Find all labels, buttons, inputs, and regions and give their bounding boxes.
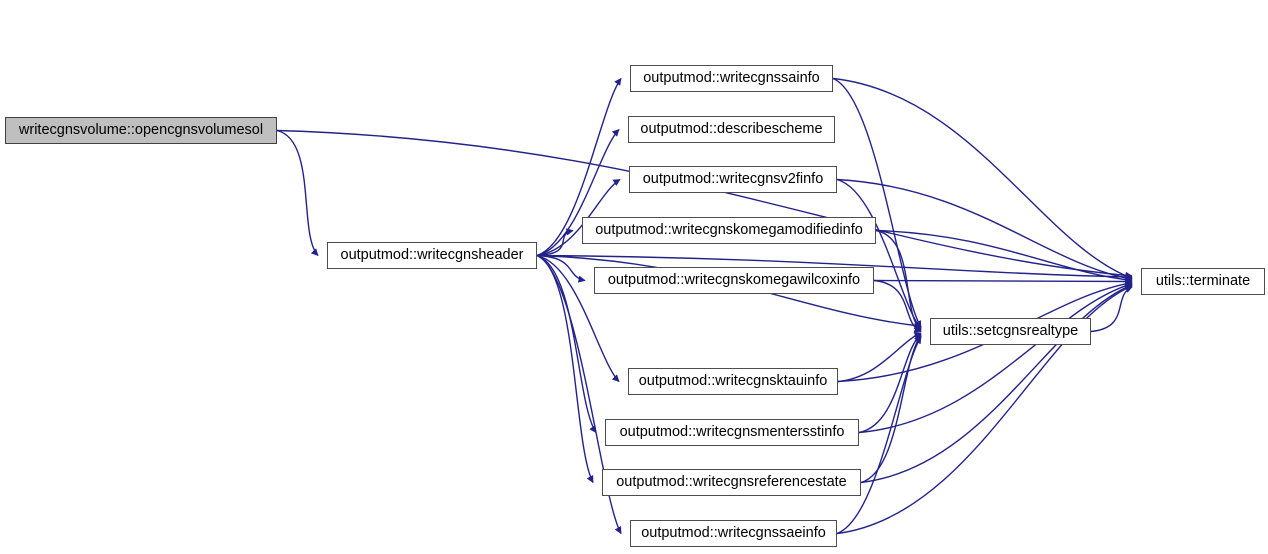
graph-edge-komegamod-to-terminate	[875, 229, 1133, 284]
graph-edge-mentersst-to-terminate	[858, 282, 1133, 434]
graph-edge-mentersst-to-realtype	[858, 333, 922, 434]
graph-node-ktauinfo[interactable]: outputmod::writecgnsktauinfo	[628, 368, 838, 395]
graph-edge-v2finfo-to-terminate	[836, 178, 1133, 282]
graph-edge-header-to-refstate	[536, 254, 594, 484]
graph-edge-header-to-describe	[536, 128, 620, 257]
graph-node-ssainfo[interactable]: outputmod::writecgnssainfo	[630, 65, 833, 92]
graph-edge-realtype-to-terminate	[1090, 286, 1133, 333]
graph-node-mentersst[interactable]: outputmod::writecgnsmentersstinfo	[605, 419, 859, 446]
graph-edge-header-to-mentersst	[536, 254, 597, 434]
graph-node-root[interactable]: writecgnsvolume::opencgnsvolumesol	[5, 117, 277, 144]
graph-edge-header-to-terminate	[536, 254, 1133, 281]
graph-edge-ssainfo-to-terminate	[832, 77, 1133, 280]
graph-node-terminate[interactable]: utils::terminate	[1141, 268, 1265, 295]
graph-edge-header-to-komegamod	[536, 228, 574, 257]
graph-edge-header-to-ktauinfo	[536, 254, 620, 383]
graph-edge-root-to-terminate	[276, 129, 1133, 280]
graph-edge-ssainfo-to-realtype	[832, 77, 922, 329]
graph-node-refstate[interactable]: outputmod::writecgnsreferencestate	[602, 469, 861, 496]
graph-node-komegawil[interactable]: outputmod::writecgnskomegawilcoxinfo	[594, 267, 874, 294]
graph-node-v2finfo[interactable]: outputmod::writecgnsv2finfo	[629, 166, 837, 193]
graph-node-realtype[interactable]: utils::setcgnsrealtype	[930, 318, 1091, 345]
graph-edge-header-to-saeinfo	[536, 254, 622, 535]
graph-edge-root-to-header	[276, 129, 319, 257]
graph-edge-komegamod-to-realtype	[875, 229, 922, 331]
graph-edge-komegawil-to-terminate	[873, 277, 1133, 286]
graph-edge-v2finfo-to-realtype	[836, 178, 922, 330]
graph-edge-saeinfo-to-terminate	[836, 285, 1133, 535]
graph-edge-header-to-ssainfo	[536, 77, 622, 257]
graph-node-describe[interactable]: outputmod::describescheme	[628, 116, 835, 143]
graph-edge-refstate-to-realtype	[860, 334, 922, 484]
graph-edge-refstate-to-terminate	[860, 283, 1133, 484]
graph-node-header[interactable]: outputmod::writecgnsheader	[327, 242, 537, 269]
graph-node-saeinfo[interactable]: outputmod::writecgnssaeinfo	[630, 520, 837, 547]
graph-edge-saeinfo-to-realtype	[836, 336, 922, 535]
graph-edge-komegawil-to-realtype	[873, 279, 922, 333]
graph-node-komegamod[interactable]: outputmod::writecgnskomegamodifiedinfo	[582, 217, 876, 244]
